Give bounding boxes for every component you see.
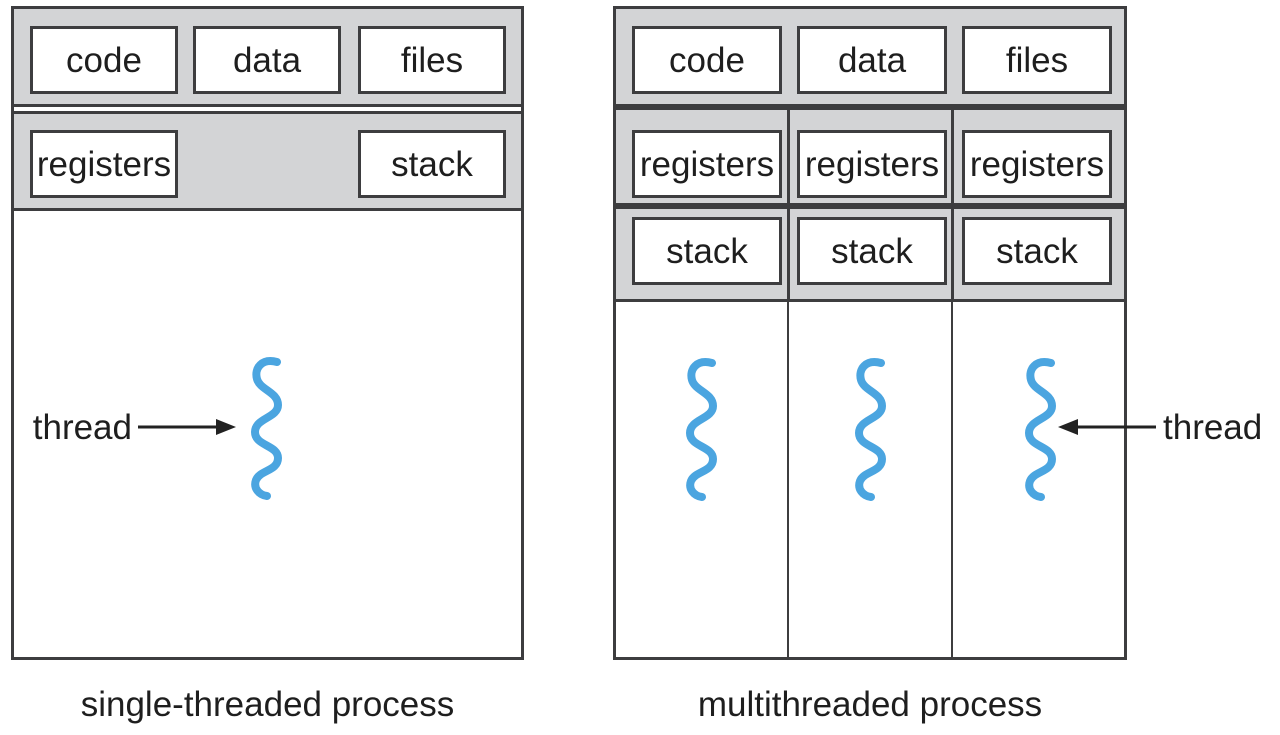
right-stack-label-1: stack	[666, 231, 748, 271]
right-registers-box-1: registers	[632, 130, 782, 198]
thread-squiggle-icon	[250, 357, 283, 500]
right-caption: multithreaded process	[697, 685, 1043, 724]
right-registers-label-1: registers	[639, 144, 775, 184]
right-stack-box-3: stack	[962, 217, 1112, 285]
left-stack-label: stack	[391, 144, 473, 184]
arrow-left-icon	[1058, 419, 1156, 435]
thread-squiggle-icon	[685, 358, 718, 501]
right-files-label: files	[1005, 40, 1069, 80]
left-files-label: files	[400, 40, 464, 80]
right-registers-label-2: registers	[804, 144, 940, 184]
left-registers-label: registers	[36, 144, 172, 184]
left-caption: single-threaded process	[80, 685, 455, 724]
column-divider-1-band	[787, 110, 790, 302]
right-registers-box-3: registers	[962, 130, 1112, 198]
arrow-right-icon	[138, 419, 236, 435]
column-divider-2-lower	[951, 302, 953, 658]
left-stack-box: stack	[358, 130, 506, 198]
left-registers-box: registers	[30, 130, 178, 198]
right-code-box: code	[632, 26, 782, 94]
right-stack-label-3: stack	[996, 231, 1078, 271]
left-thread-label: thread	[32, 408, 132, 447]
left-code-box: code	[30, 26, 178, 94]
right-data-label: data	[837, 40, 907, 80]
left-data-label: data	[232, 40, 302, 80]
thread-squiggle-icon	[1024, 358, 1057, 501]
thread-squiggle-icon	[854, 358, 887, 501]
left-data-box: data	[193, 26, 341, 94]
right-code-label: code	[669, 40, 745, 80]
right-stack-box-1: stack	[632, 217, 782, 285]
right-stack-label-2: stack	[831, 231, 913, 271]
right-thread-label: thread	[1163, 408, 1263, 447]
right-registers-label-3: registers	[969, 144, 1105, 184]
right-data-box: data	[797, 26, 947, 94]
right-registers-box-2: registers	[797, 130, 947, 198]
right-stack-box-2: stack	[797, 217, 947, 285]
column-divider-2-band	[951, 110, 954, 302]
right-files-box: files	[962, 26, 1112, 94]
left-files-box: files	[358, 26, 506, 94]
column-divider-1-lower	[787, 302, 789, 658]
left-code-label: code	[66, 40, 142, 80]
